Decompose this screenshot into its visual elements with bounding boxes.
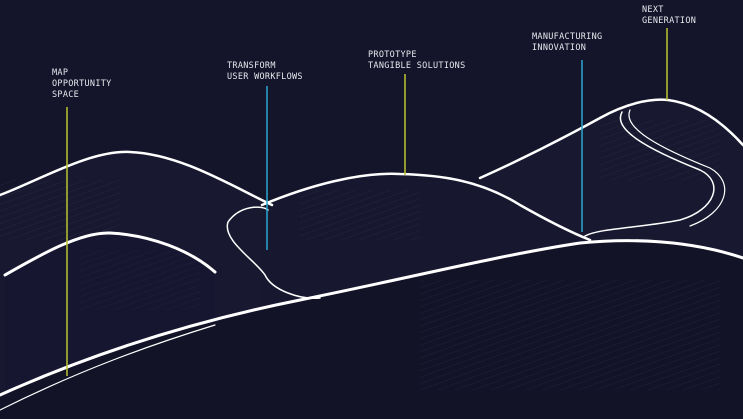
- ridge-lines: [0, 98, 743, 411]
- label-line: TANGIBLE SOLUTIONS: [368, 61, 466, 71]
- label-line: PROTOTYPE: [368, 50, 417, 60]
- hatching: [0, 120, 720, 390]
- label-line: INNOVATION: [532, 43, 587, 53]
- label-line: MANUFACTURING: [532, 32, 603, 42]
- label-line: NEXT: [642, 5, 664, 15]
- label-line: SPACE: [52, 90, 80, 100]
- label-line: MAP: [52, 68, 69, 78]
- label-line: OPPORTUNITY: [52, 79, 112, 89]
- label-line: TRANSFORM: [227, 61, 276, 71]
- label-line: GENERATION: [642, 16, 697, 26]
- label-line: USER WORKFLOWS: [227, 72, 303, 82]
